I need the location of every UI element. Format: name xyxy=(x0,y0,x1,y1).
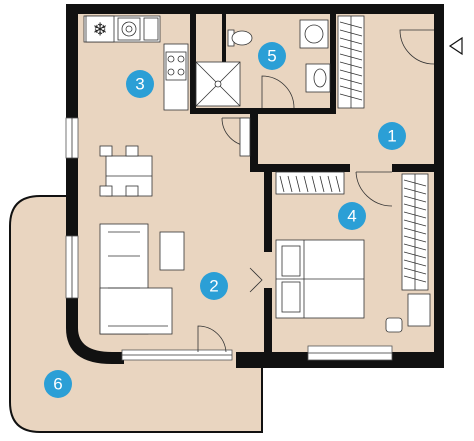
wall-bedroom-top-a xyxy=(250,164,350,172)
washing-machine xyxy=(299,19,329,49)
sliding-door xyxy=(249,267,263,293)
bedroom-wardrobe-top xyxy=(275,171,345,195)
room-badge-6: 6 xyxy=(44,370,72,398)
bath-door xyxy=(261,75,295,109)
wall-corner-curve xyxy=(66,328,112,364)
wall-top xyxy=(66,4,442,14)
wall-bath-bottom xyxy=(190,108,336,114)
room-label-1: 1 xyxy=(387,127,396,146)
room-badge-4: 4 xyxy=(338,202,366,230)
wall-bedroom-left-gap xyxy=(264,252,272,288)
desk-chair xyxy=(385,317,403,333)
room-badge-2: 2 xyxy=(200,272,228,300)
fridge xyxy=(85,15,115,43)
wall-right xyxy=(434,4,444,368)
dishwasher xyxy=(143,17,159,41)
entrance-door xyxy=(399,29,435,65)
wall-wc-divider xyxy=(222,12,226,62)
sink xyxy=(117,17,141,41)
living-door xyxy=(197,325,227,353)
room-label-5: 5 xyxy=(267,47,276,66)
hall-cabinet xyxy=(239,117,251,157)
desk xyxy=(407,293,431,327)
room-label-4: 4 xyxy=(347,207,356,226)
coffee-table xyxy=(159,231,185,271)
room-label-6: 6 xyxy=(53,375,62,394)
wall-bath-right xyxy=(330,12,336,112)
wall-bath-left xyxy=(190,12,196,110)
toilet xyxy=(231,30,253,46)
wall-hall-vertical xyxy=(250,110,258,164)
snowflake-icon: ❄ xyxy=(92,20,107,41)
triangle-arrow-left-icon xyxy=(448,36,463,56)
room-badge-1: 1 xyxy=(378,122,406,150)
wall-bedroom-top-b xyxy=(392,164,436,172)
room-badge-5: 5 xyxy=(258,42,286,70)
wall-bottom-left xyxy=(112,352,124,364)
bedroom-door xyxy=(355,171,393,207)
cooktop xyxy=(165,51,187,81)
room-label-3: 3 xyxy=(135,75,144,94)
room-label-2: 2 xyxy=(209,277,218,296)
room-badge-3: 3 xyxy=(126,70,154,98)
